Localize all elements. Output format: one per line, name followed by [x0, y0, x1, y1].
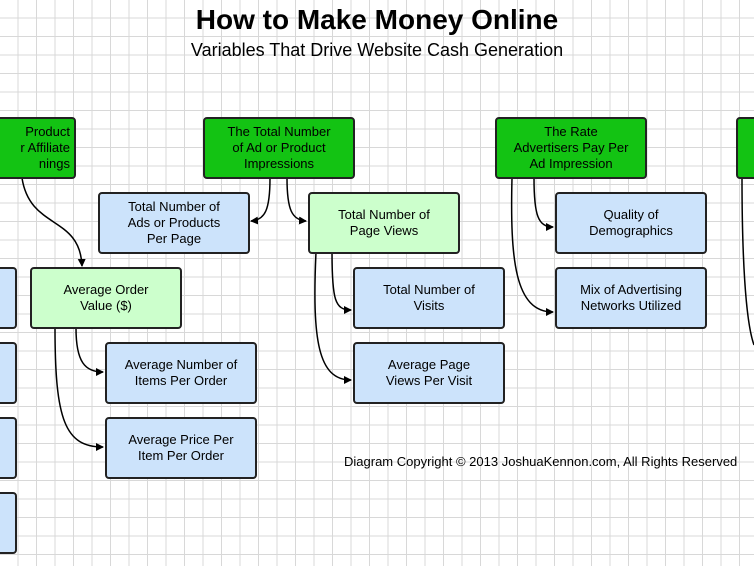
node-quality-demographics: Quality of Demographics [555, 192, 707, 254]
copyright-notice: Diagram Copyright © 2013 JoshuaKennon.co… [344, 454, 738, 469]
edge-rate-to-networks [510, 177, 554, 316]
edge-page-views-to-per-visit [314, 251, 352, 384]
edge-order-value-to-items [75, 327, 104, 376]
edge-impressions-to-page-views [286, 177, 307, 225]
edge-page-views-to-visits [331, 251, 352, 314]
node-offscreen-left-1 [0, 267, 17, 329]
node-price-per-item: Average Price Per Item Per Order [105, 417, 257, 479]
node-total-visits: Total Number of Visits [353, 267, 505, 329]
edge-affiliate-to-order-value [21, 177, 86, 267]
node-product-affiliate-earnings: Product r Affiliate nings [0, 117, 76, 179]
node-items-per-order: Average Number of Items Per Order [105, 342, 257, 404]
node-offscreen-right [736, 117, 754, 179]
node-page-views: Total Number of Page Views [308, 192, 460, 254]
edge-rate-to-demographics [533, 177, 554, 231]
edge-impressions-to-ads-per-page [250, 177, 271, 225]
node-offscreen-left-2 [0, 342, 17, 404]
node-page-views-per-visit: Average Page Views Per Visit [353, 342, 505, 404]
node-offscreen-left-4 [0, 492, 17, 554]
node-average-order-value: Average Order Value ($) [30, 267, 182, 329]
node-offscreen-left-3 [0, 417, 17, 479]
node-ads-per-page: Total Number of Ads or Products Per Page [98, 192, 250, 254]
node-total-impressions: The Total Number of Ad or Product Impres… [203, 117, 355, 179]
node-rate-advertisers-pay: The Rate Advertisers Pay Per Ad Impressi… [495, 117, 647, 179]
diagram-subtitle: Variables That Drive Website Cash Genera… [190, 40, 564, 60]
edge-order-value-to-price [54, 327, 104, 451]
edge-offscreen-right [741, 177, 754, 346]
node-mix-networks: Mix of Advertising Networks Utilized [555, 267, 707, 329]
diagram-title: How to Make Money Online [195, 4, 559, 35]
